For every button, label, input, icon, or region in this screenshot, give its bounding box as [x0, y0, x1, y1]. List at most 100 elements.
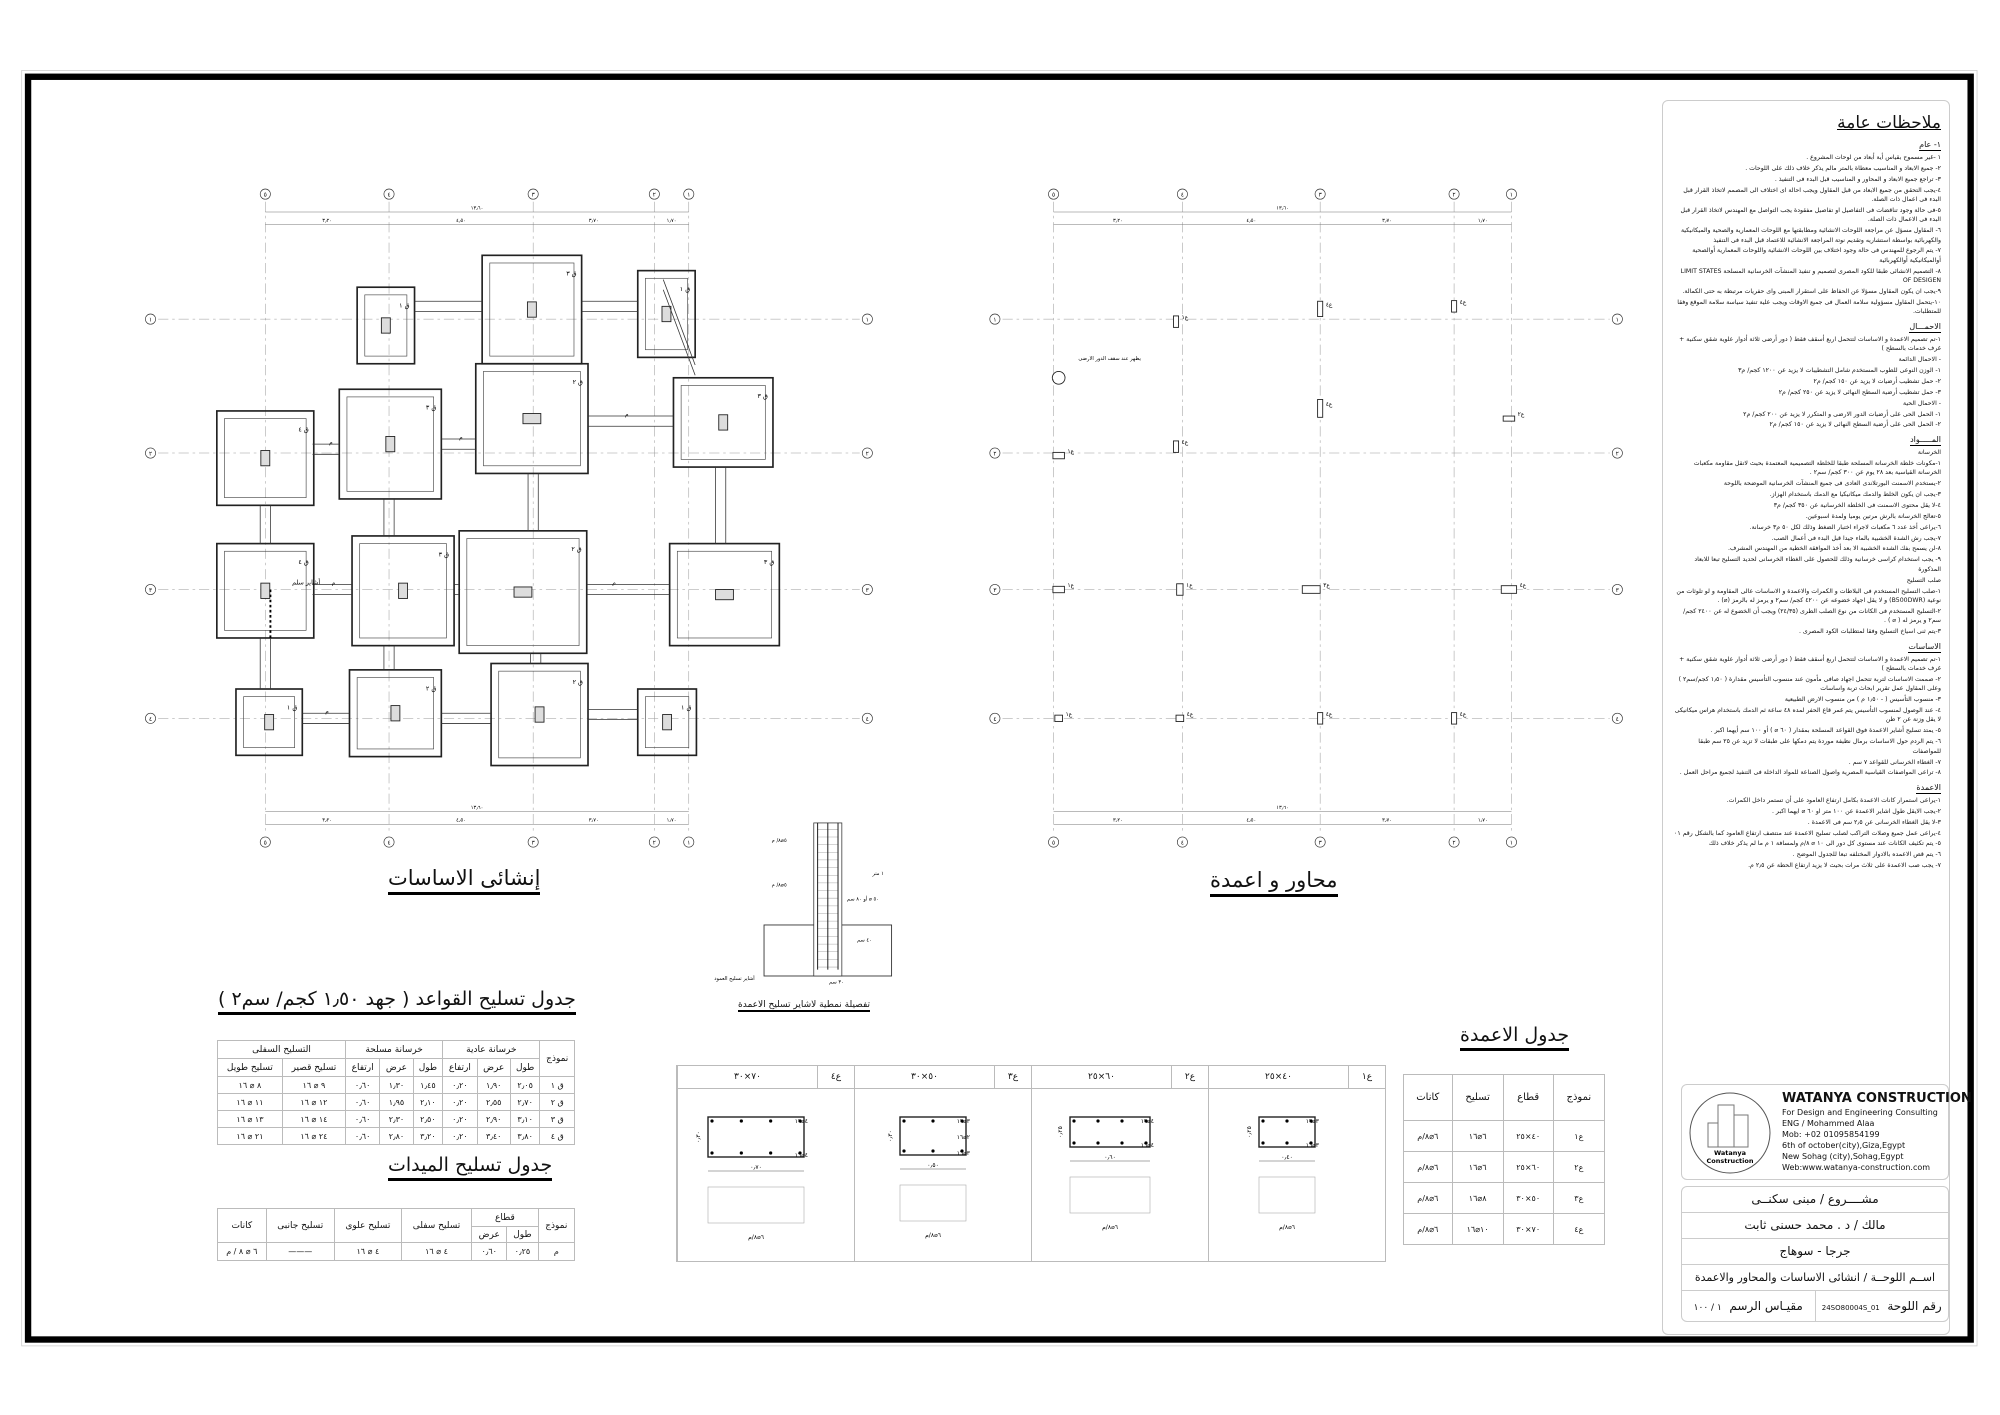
grid-label: ٤	[1181, 840, 1184, 847]
footing-plain-concrete	[235, 688, 304, 757]
scale-label: مقيـاس الرسم	[1729, 1299, 1803, 1313]
bar-label: ٤⌀١٦	[1141, 1118, 1154, 1125]
table-cell: ٩ ⌀ ١٦	[281, 1076, 346, 1094]
bar-label: ٤⌀١٦	[795, 1152, 808, 1159]
grid-bubble	[989, 712, 1001, 724]
grid-label: ٣	[866, 588, 869, 594]
rebar-dot	[769, 1151, 773, 1155]
footing-plain-concrete	[216, 410, 315, 507]
company-line: Mob: +02 01095854199	[1782, 1130, 1880, 1139]
column-label: ع١	[1068, 449, 1075, 455]
rebar-dot	[960, 1149, 964, 1153]
column-label: ع٤	[1460, 299, 1467, 306]
dimension-text: ١٣٫٦٠	[471, 205, 484, 211]
rebar-dot	[902, 1149, 906, 1153]
note-item: ٢-التسليح المستخدم فى الكانات من نوع الص…	[1683, 607, 1941, 625]
detail-label: أشاير تسليح العمود	[714, 975, 755, 982]
rebar-dot	[931, 1119, 935, 1123]
table-cell: ٣٫٢٠	[412, 1127, 444, 1145]
footing-reinforced	[676, 550, 773, 639]
table-cell: ق ٤	[539, 1127, 575, 1145]
grid-bubble	[383, 188, 395, 200]
grid-bubble	[259, 188, 271, 200]
tie-beam	[662, 279, 696, 366]
company-line: ENG / Mohammed Alaa	[1782, 1119, 1875, 1128]
note-item: ١ -غير مسموح بقياس أية أبعاد من لوحات ال…	[1806, 153, 1941, 161]
col-header: نموذج	[539, 1040, 575, 1077]
notes-section-heading: الاحمـــال	[1909, 322, 1941, 333]
table-cell: ١٫٣٠	[379, 1076, 414, 1094]
width-label: ٠٫٤٠	[1281, 1154, 1293, 1161]
grid-bubble	[145, 584, 156, 595]
table-cell: ٠٫٢٠	[442, 1076, 478, 1094]
table-cell: ٠٫٦٠	[344, 1076, 381, 1094]
sheet-number-label: رقم اللوحة	[1887, 1299, 1942, 1313]
note-item: الخرسانة	[1917, 448, 1941, 456]
table-cell: ٤٠×٢٥	[1502, 1120, 1554, 1152]
dimension-text: ٣٫٧٠	[589, 818, 599, 824]
note-item: ٣-يتم ثنى اسياخ التسليح وفقا لمتطلبات ال…	[1798, 628, 1941, 636]
note-item: ٥-تعالج الخرسانة بالرش مرتين يوميا ولمدة…	[1805, 512, 1941, 520]
dimension-text: ٣٫٢٠	[1113, 818, 1123, 824]
width-label: ٠٫٥٠	[927, 1162, 939, 1169]
table-cell: ٦⌀٨/م	[1403, 1213, 1453, 1245]
col-subheader: ارتفاع	[442, 1058, 478, 1077]
col-header: تسليح سفلى	[400, 1208, 473, 1243]
table-cell: ٨ ⌀ ١٦	[217, 1076, 283, 1094]
table-cell: ٦⌀١٦	[1451, 1120, 1504, 1152]
note-item: ٨- تراعى المواصفات القياسية المصرية واصو…	[1679, 769, 1941, 777]
note-item: ٥- يمتد تسليح أشاير الاعمدة فوق القواعد …	[1710, 727, 1941, 735]
grid-bubble	[1176, 188, 1188, 200]
column	[1317, 300, 1324, 318]
rebar-dot	[1285, 1119, 1289, 1123]
table-cell: ٣٫١٠	[509, 1110, 541, 1128]
dimension-text: ٣٫٢٠	[322, 818, 332, 824]
column	[1317, 712, 1324, 725]
note-item: ٢- حمل تشطيب أرضيات لا يزيد عن ١٥٠ كجم/ …	[1813, 377, 1942, 385]
rebar-dot	[1120, 1141, 1124, 1145]
note-item: ١-يراعى استمرار كانات الاعمدة بكامل ارتف…	[1726, 796, 1941, 804]
grid-label: ١	[993, 318, 996, 324]
rebar-dot	[798, 1119, 802, 1123]
column	[1451, 300, 1458, 313]
footing-reinforced	[466, 538, 580, 646]
note-item: - الاحمال الدائمة	[1898, 356, 1941, 364]
section-type: ع٢	[1171, 1066, 1208, 1088]
stirrup-label: ٦⌀٨/م	[925, 1232, 941, 1239]
grid-bubble	[683, 188, 695, 200]
tie-beam-label: م	[612, 580, 616, 586]
note-item: ٧- الغطاء الخرسانى للقواعد ٧ سم .	[1848, 758, 1941, 766]
note-item: ٣- تراجع جميع الابعاد و المحاور و المناس…	[1774, 175, 1941, 183]
grid-label: ٢	[866, 452, 869, 458]
detail-label: ٤٠ سم	[857, 938, 872, 944]
table-cell: ع٤	[1552, 1213, 1606, 1245]
company-line: For Design and Engineering Consulting	[1782, 1108, 1938, 1117]
column	[1502, 415, 1516, 422]
table-cell: ٠٫٢٥	[506, 1242, 539, 1261]
table-cell: ٢٫٨٠	[379, 1127, 414, 1145]
table-cell: ١٫٩٥	[379, 1093, 414, 1111]
bar-label: ٤⌀١٦	[1141, 1142, 1154, 1149]
grid-bubble	[1314, 836, 1326, 848]
foundation-plan-title: إنشائى الاساسات	[388, 866, 541, 895]
table-cell: ٢٫٧٠	[509, 1093, 541, 1111]
dimension-text: ١٫٧٠	[1478, 818, 1488, 824]
grid-label: ٤	[993, 716, 996, 723]
note-item: ١-مكونات خلطة الخرسانة المسلحة طبقا للخل…	[1693, 459, 1941, 477]
footing-label: ق ١	[680, 285, 690, 293]
grid-bubble	[861, 712, 873, 724]
stirrup-label: ٦⌀٨/م	[748, 1234, 764, 1241]
column-stub	[522, 413, 542, 425]
depth-label: ٠٫٣٠	[695, 1131, 702, 1143]
rebar-dot	[1261, 1119, 1265, 1123]
grid-label: ٢	[149, 452, 152, 458]
tie-beam-label: م	[459, 435, 463, 441]
